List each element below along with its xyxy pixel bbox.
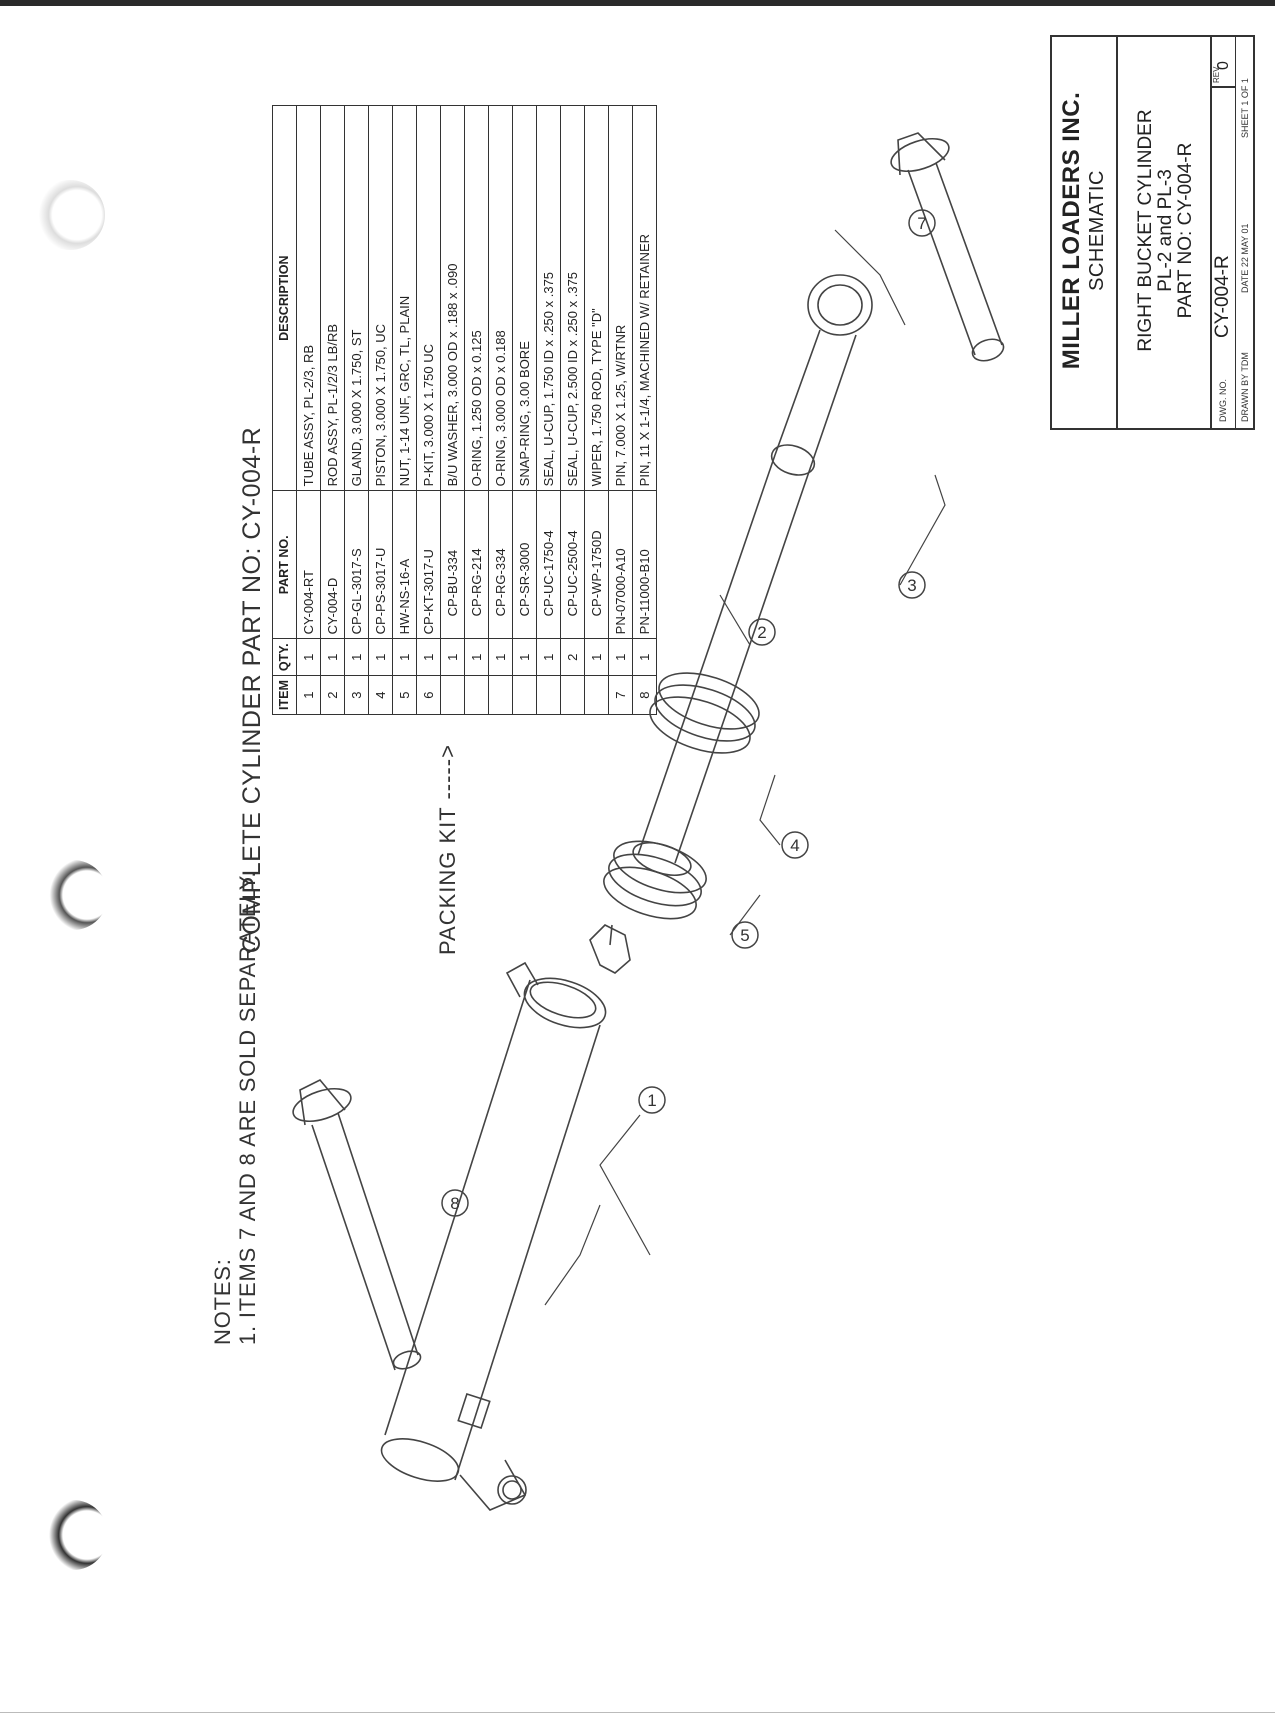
svg-text:1: 1 — [647, 1091, 656, 1110]
dwg-number: CY-004-R — [1212, 255, 1233, 338]
balloon-3: 3 — [898, 571, 926, 599]
piston-part — [603, 840, 707, 920]
revision-number: 0 — [1215, 61, 1232, 70]
description-line-2: PL-2 and PL-3 — [1155, 169, 1176, 292]
punch-hole-middle — [38, 860, 108, 930]
balloon-5: 5 — [731, 921, 759, 949]
title-block-divider — [1210, 86, 1235, 88]
scan-bottom-edge — [0, 1712, 1275, 1713]
drawing-description: RIGHT BUCKET CYLINDER PL-2 and PL-3 PART… — [1135, 33, 1196, 428]
rod-assembly-part — [637, 274, 873, 864]
tube-assembly-part — [380, 961, 607, 1511]
note-item-1: 1. ITEMS 7 AND 8 ARE SOLD SEPARATELY. — [235, 870, 260, 1345]
title-block: MILLER LOADERS INC. SCHEMATIC RIGHT BUCK… — [1050, 35, 1255, 430]
balloon-7: 7 — [908, 209, 936, 237]
scan-top-edge — [0, 0, 1275, 6]
gland-part — [649, 672, 760, 754]
title-block-divider — [1235, 37, 1236, 428]
drawing-date: DATE 22 MAY 01 — [1240, 223, 1250, 293]
nut-part — [589, 924, 631, 974]
notes-block: NOTES: 1. ITEMS 7 AND 8 ARE SOLD SEPARAT… — [210, 871, 260, 1345]
dwg-no-label: DWG. NO. — [1218, 379, 1228, 422]
item-balloons: 1 2 3 4 5 7 8 — [441, 209, 936, 1217]
title-block-divider — [1116, 37, 1118, 428]
svg-text:4: 4 — [790, 836, 799, 855]
balloon-4: 4 — [781, 831, 809, 859]
balloon-2: 2 — [748, 618, 776, 646]
description-line-3: PART NO: CY-004-R — [1175, 142, 1196, 319]
svg-text:5: 5 — [740, 926, 749, 945]
drawn-by: DRAWN BY TDM — [1240, 352, 1250, 422]
pin-item-8-part — [292, 1079, 422, 1371]
title-block-divider — [1210, 37, 1212, 428]
leader-lines — [544, 229, 946, 1306]
pin-item-7-part — [890, 132, 1005, 362]
balloon-1: 1 — [638, 1086, 666, 1114]
company-name: MILLER LOADERS INC. — [1058, 91, 1085, 370]
punch-hole-top — [35, 180, 105, 250]
svg-text:3: 3 — [907, 576, 916, 595]
balloon-8: 8 — [441, 1189, 469, 1217]
sheet-count: SHEET 1 OF 1 — [1240, 78, 1250, 138]
punch-hole-bottom — [38, 1500, 108, 1570]
drawing-type: SCHEMATIC — [1086, 170, 1108, 291]
svg-text:2: 2 — [757, 623, 766, 642]
description-line-1: RIGHT BUCKET CYLINDER — [1135, 109, 1156, 352]
svg-text:7: 7 — [917, 214, 926, 233]
notes-heading: NOTES: — [210, 1258, 235, 1345]
svg-text:8: 8 — [450, 1194, 459, 1213]
